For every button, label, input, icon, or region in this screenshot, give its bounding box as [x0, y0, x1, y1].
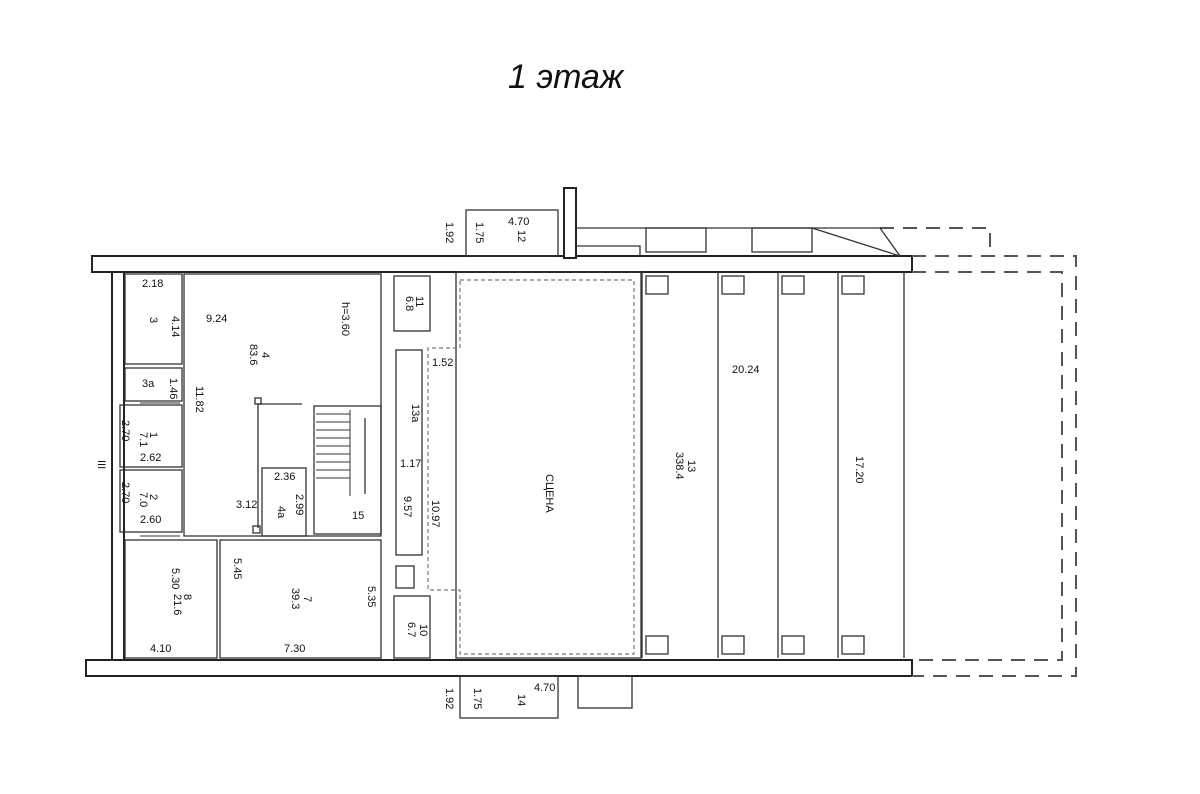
room-8-height: 5.30 — [169, 568, 181, 589]
room-3-number: 3 — [147, 317, 159, 323]
room-2-width: 2.60 — [140, 514, 161, 526]
room-14-number: 14 — [515, 694, 527, 706]
room-13a-width: 1.17 — [400, 458, 421, 470]
room-8-area: 21.6 — [171, 594, 183, 615]
room-12-depth-outer: 1.92 — [443, 222, 455, 243]
room-4-area: 83.6 — [247, 344, 259, 365]
room-4a-number: 4а — [275, 506, 287, 519]
middle-column — [393, 275, 431, 659]
plan-labels: 2.18 3 4.14 9.24 4 83.6 h=3.60 11.82 3а … — [95, 216, 865, 709]
room-7-width: 7.30 — [284, 643, 305, 655]
room-1-number: 1 — [147, 432, 159, 438]
room-4a-height: 2.99 — [293, 494, 305, 515]
room-1-area: 7.1 — [137, 432, 149, 447]
room-7-area: 39.3 — [289, 588, 301, 609]
room-3-height: 4.14 — [169, 316, 181, 337]
room-4-number: 4 — [259, 352, 271, 358]
stage-and-hall — [427, 271, 905, 659]
hall-length: 17.20 — [853, 456, 865, 484]
room-4-312: 3.12 — [236, 499, 257, 511]
room-10-area: 6.7 — [405, 622, 417, 637]
hall-stair-marks — [645, 275, 865, 655]
room-14-width: 4.70 — [534, 682, 555, 694]
axis-label: III — [95, 460, 107, 469]
stage-width: 1.52 — [432, 357, 453, 369]
room-15-number: 15 — [352, 510, 364, 522]
room-7-number: 7 — [301, 596, 313, 602]
room-8-number: 8 — [181, 594, 193, 600]
room-12-number: 12 — [515, 230, 527, 242]
hall-width: 20.24 — [732, 364, 760, 376]
floor-title: 1 этаж — [508, 58, 625, 96]
room-4-width: 9.24 — [206, 313, 227, 325]
room-2-depth: 2.70 — [119, 482, 131, 503]
room-2-area: 7.0 — [137, 492, 149, 507]
stage-length: 10.97 — [429, 500, 441, 528]
room-4-ceiling-height: h=3.60 — [339, 302, 351, 336]
room-10-number: 10 — [417, 624, 429, 636]
stage-name: СЦЕНА — [543, 474, 555, 513]
room-2-number: 2 — [147, 494, 159, 500]
room-12-width: 4.70 — [508, 216, 529, 228]
room-11-area: 6.8 — [403, 296, 415, 311]
room-3a-height: 1.46 — [167, 378, 179, 399]
room-13a-length: 9.57 — [401, 496, 413, 517]
hall-number: 13 — [685, 460, 697, 472]
room-7-side: 5.35 — [365, 586, 377, 607]
outer-walls — [85, 255, 913, 677]
stair-treads — [316, 410, 366, 496]
room-14-depth-inner: 1.75 — [471, 688, 483, 709]
left-block — [119, 273, 382, 659]
room-14-depth-outer: 1.92 — [443, 688, 455, 709]
bottom-annex — [459, 675, 633, 719]
room-12-depth-inner: 1.75 — [473, 222, 485, 243]
room-3a-number: 3а — [142, 378, 155, 390]
room-8-width: 4.10 — [150, 643, 171, 655]
room-11-number: 11 — [413, 296, 425, 307]
dashed-extension — [880, 227, 1077, 677]
room-1-width: 2.62 — [140, 452, 161, 464]
hall-area: 338.4 — [673, 452, 685, 480]
room-1-depth: 2.70 — [119, 420, 131, 441]
room-4-length: 11.82 — [193, 386, 205, 413]
room-7-height: 5.45 — [231, 558, 243, 579]
room-3-width: 2.18 — [142, 278, 163, 290]
top-annex — [465, 187, 901, 259]
room-13a-number: 13а — [409, 404, 421, 423]
room-4a-width: 2.36 — [274, 471, 295, 483]
